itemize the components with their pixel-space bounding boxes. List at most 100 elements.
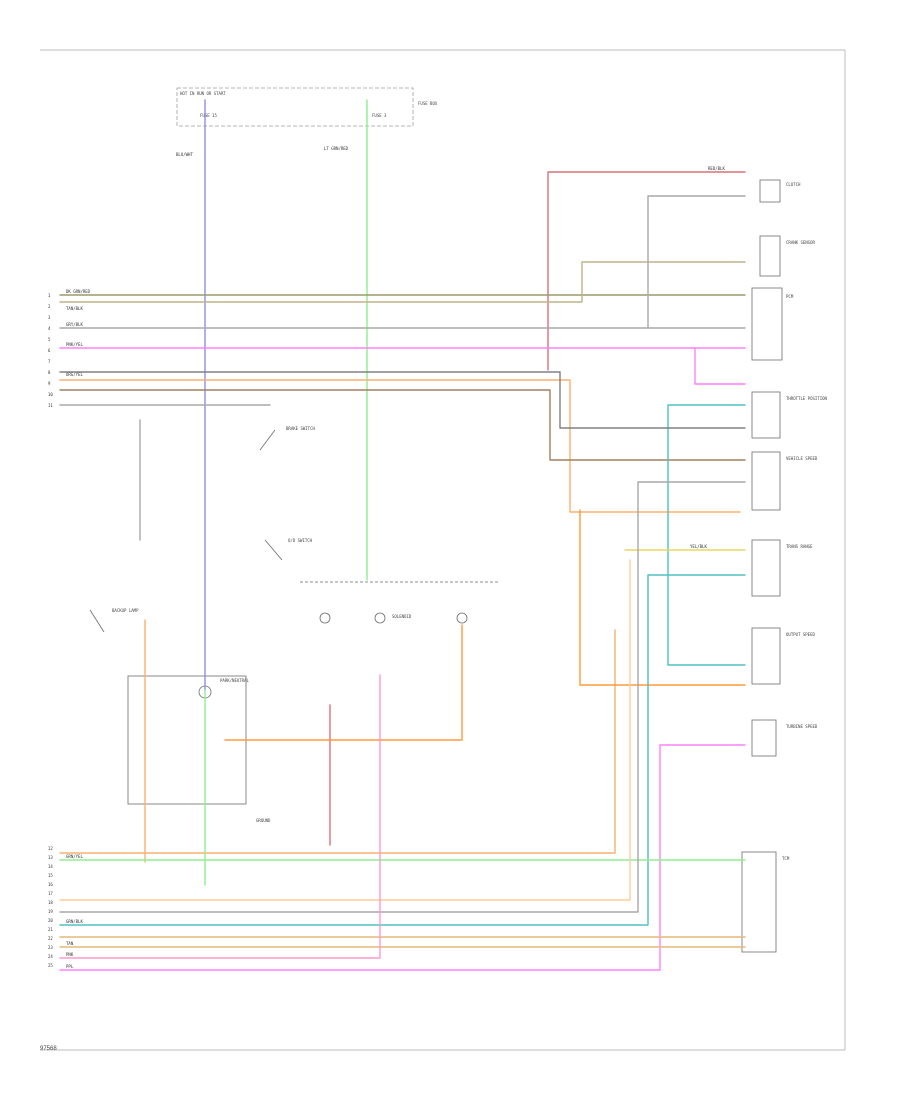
connector-pins-bottom: 12 13 14 15 16 17 18 19 20 21 22 23 24 25 [48,846,53,968]
component-tcm-box [741,851,777,953]
connector-pin-label: 7 [48,359,51,364]
wire-teal [59,404,746,926]
center-component-labels: PARK/NEUTRAL SOLENOID BRAKE SWITCH O/D S… [112,426,412,823]
connector-pin-label: 5 [48,337,51,342]
wire-label-blue: BLU/WHT [176,152,193,157]
connector-pin-label: 25 [48,963,53,968]
component-throttle-box [751,391,781,439]
wire-gray-bottom [59,481,746,913]
component-output-speed-box [751,627,781,685]
connector-pin-label: 12 [48,846,53,851]
label-solenoid: SOLENOID [392,614,412,619]
label-od-switch: O/D SWITCH [288,538,313,543]
wire-tan [59,261,746,303]
component-solenoid-2 [374,612,386,624]
connector-pin-label: 3 [48,315,51,320]
connector-pin-label: 15 [48,873,53,878]
connector-pin-label: 24 [48,954,53,959]
wire-red [329,171,746,846]
connector-pin-label: 16 [48,882,53,887]
component-od-switch-arm [264,539,283,561]
connector-pin-label: 18 [48,900,53,905]
wire-tan-orange-bottom [59,936,746,948]
component-crank-sensor-box [759,235,781,277]
connector-pin-label: 11 [48,403,53,408]
connector-pin-label: 2 [48,304,51,309]
fuse-block: HOT IN RUN OR START FUSE 15 FUSE 3 FUSE … [176,87,438,127]
connector-pin-label: 14 [48,864,53,869]
wire-label-tan: TAN/BLK [66,306,83,311]
component-clutch-box [759,179,781,203]
wire-label-ppl: PPL [66,964,74,969]
fuse-block-title: HOT IN RUN OR START [180,91,226,96]
component-trans-range-box [751,539,781,597]
wire-label-light-green: LT GRN/RED [324,146,349,151]
wire-label-orange: ORG/YEL [66,372,83,377]
label-backup-lamp: BACKUP LAMP [112,608,139,613]
fuse-box-label: FUSE BOX [418,101,438,106]
wire-left-gray [59,404,271,541]
wire-label-gray: GRY/BLK [66,322,83,327]
connector-pin-label: 23 [48,945,53,950]
component-solenoid-3 [456,612,468,624]
label-ground: GROUND [256,818,271,823]
fuse-15-label: FUSE 15 [200,113,217,118]
component-backup-lamp-arm [89,609,105,633]
page-ref: 97568 [40,1046,57,1052]
wire-pink [59,347,746,971]
label-brake-switch: BRAKE SWITCH [286,426,315,431]
wire-orange [59,379,741,863]
component-vehicle-speed-box [751,451,781,511]
center-components [89,429,500,805]
label-turbine-speed: TURBINE SPEED [786,724,818,729]
wires: BLU/WHT LT GRN/RED RED/BLK DK GRN/RED TA… [59,99,746,971]
connector-pin-label: 10 [48,392,53,397]
connector-pin-label: 22 [48,936,53,941]
connector-pin-label: 8 [48,370,51,375]
connector-pin-label: 1 [48,293,51,298]
wire-gray [59,195,746,329]
wire-dark-gray [59,371,746,429]
wire-label-light-green-bottom: GRN/YEL [66,854,83,859]
fuse-3-label: FUSE 3 [372,113,387,118]
component-brake-switch-arm [259,429,276,451]
connector-pin-label: 21 [48,927,53,932]
connector-pin-label: 13 [48,855,53,860]
label-tcm: TCM [782,856,790,861]
fuse-block-outline [176,87,414,127]
wire-label-dark-green: DK GRN/RED [66,289,91,294]
right-components [741,179,783,953]
connector-pin-label: 19 [48,909,53,914]
wire-label-pink: PNK/YEL [66,342,83,347]
label-trans-range: TRANS RANGE [786,544,813,549]
connector-pin-label: 6 [48,348,51,353]
component-solenoid-1 [319,612,331,624]
wire-label-tan-orange-bottom: TAN [66,941,74,946]
connector-pins-top: 1 2 3 4 5 6 7 8 9 10 11 [48,293,53,408]
wire-bright-orange [224,509,746,741]
label-crank-sensor: CRANK SENSOR [786,240,815,245]
wire-label-yellow: YEL/BLK [690,544,707,549]
connector-pin-label: 9 [48,381,51,386]
wire-pink-low [59,674,381,959]
page-frame [40,49,846,1051]
wire-label-pink-low: PNK [66,952,74,957]
label-throttle-position: THROTTLE POSITION [786,396,828,401]
label-output-speed: OUTPUT SPEED [786,632,815,637]
right-component-labels: CLUTCH CRANK SENSOR PCM THROTTLE POSITIO… [782,182,828,861]
wire-peach [59,559,631,901]
label-pcm: PCM [786,294,794,299]
connector-pin-label: 20 [48,918,53,923]
component-turbine-speed-box [751,719,777,757]
wire-tan-brown [59,389,746,461]
wire-label-red: RED/BLK [708,166,725,171]
component-pcm-box [751,287,783,361]
connector-pin-label: 4 [48,326,51,331]
label-park-neutral: PARK/NEUTRAL [220,678,249,683]
wire-light-green-bottom [59,689,746,886]
connector-pin-label: 17 [48,891,53,896]
label-clutch: CLUTCH [786,182,801,187]
wire-label-teal: GRN/BLK [66,919,83,924]
